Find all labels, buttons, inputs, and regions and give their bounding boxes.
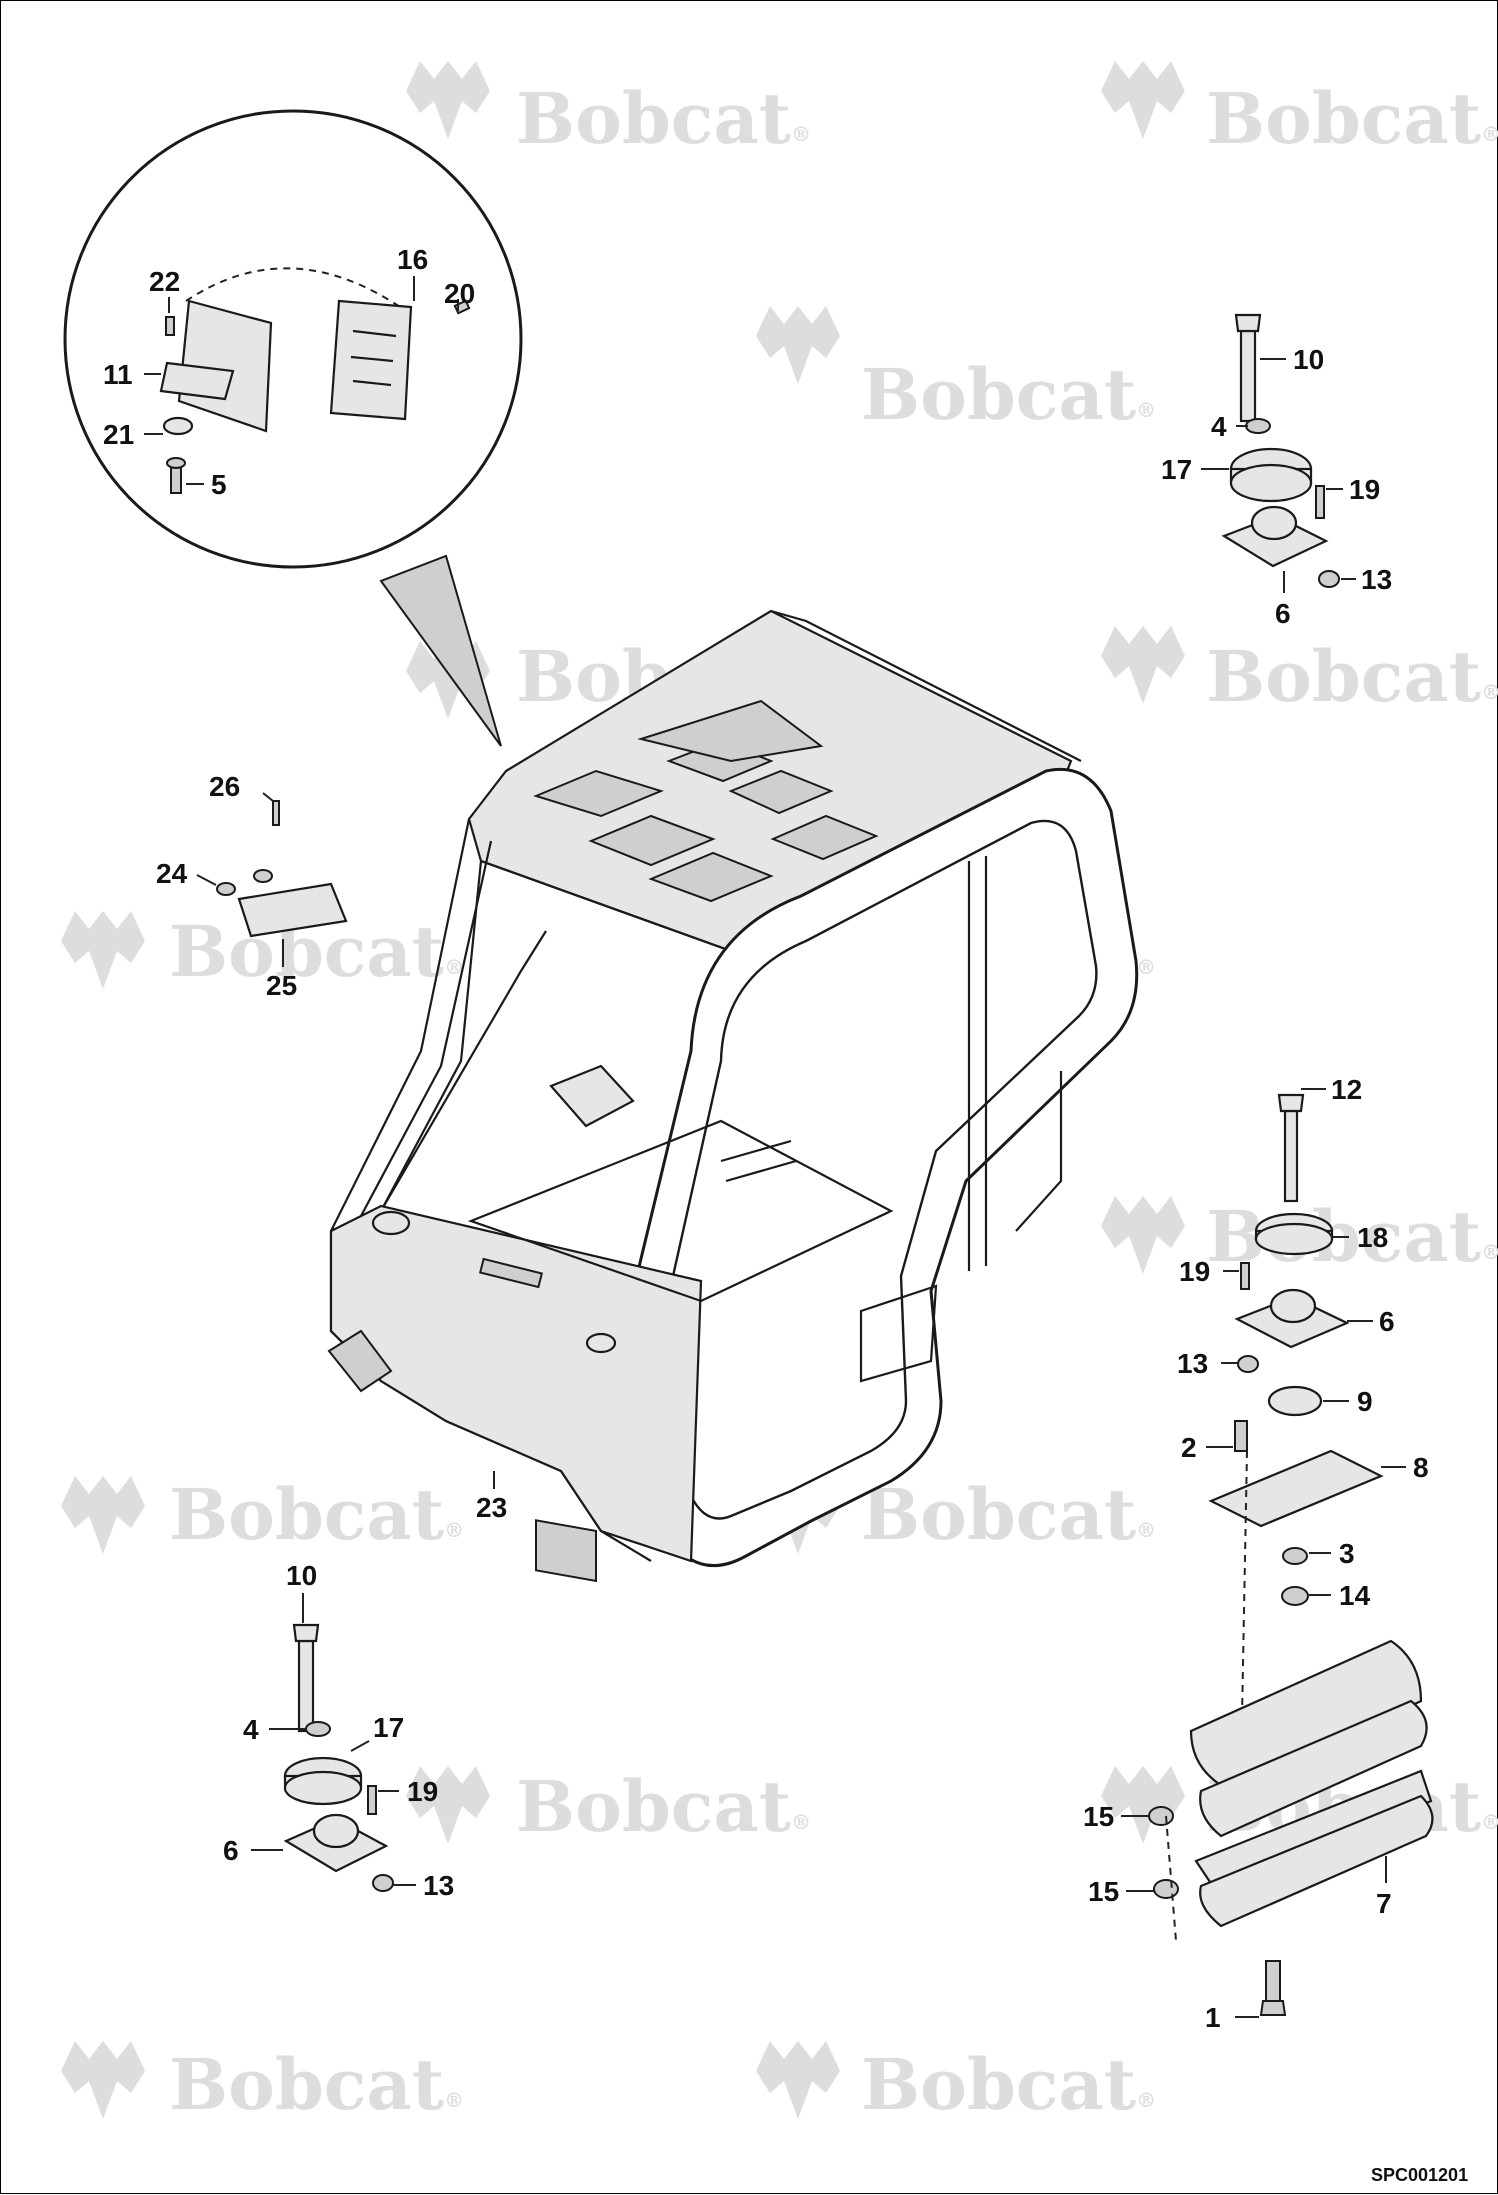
callout-18: 18 (1357, 1222, 1388, 1253)
detail-parts (159, 267, 471, 494)
callout-21: 21 (103, 419, 134, 450)
diagram-code: SPC001201 (1371, 2165, 1468, 2185)
callout-13: 13 (423, 1870, 454, 1901)
roof-vents (533, 699, 879, 903)
watermark-13: Bobcat® (61, 2041, 464, 2126)
mount-assembly-upper-right (1221, 313, 1340, 588)
watermark-text: Bobcat® (1206, 1195, 1498, 1278)
mount-assembly-lower-left (283, 1623, 394, 1892)
callout-24: 24 (156, 858, 188, 889)
callout-2: 2 (1181, 1432, 1197, 1463)
callout-4: 4 (243, 1714, 259, 1745)
leader-lines (144, 276, 1406, 2018)
watermark-11: Bobcat® (406, 1765, 811, 1848)
callout-17: 17 (373, 1712, 404, 1743)
detail-magnifier-circle-icon (63, 109, 523, 747)
callout-20: 20 (444, 278, 475, 309)
callout-5: 5 (211, 469, 227, 500)
callout-19: 19 (1349, 474, 1380, 505)
watermark-text: Bobcat® (1206, 77, 1498, 160)
callout-10: 10 (286, 1560, 317, 1591)
watermark-text: Bobcat® (516, 77, 811, 160)
callout-1: 1 (1205, 2002, 1221, 2033)
watermark-text: Bobcat® (1206, 635, 1498, 718)
cab-frame-23 (327, 609, 1139, 1583)
watermark-3: Bobcat® (756, 306, 1156, 436)
callout-23: 23 (476, 1492, 507, 1523)
watermark-text: Bobcat® (861, 1473, 1156, 1556)
watermark-9: Bobcat® (61, 1473, 464, 1556)
callout-15: 15 (1088, 1876, 1119, 1907)
callout-6: 6 (223, 1835, 239, 1866)
callout-13: 13 (1361, 564, 1392, 595)
watermark-text: Bobcat® (861, 353, 1156, 436)
bracket-assembly-bottom-right (1148, 1639, 1434, 2016)
watermark-text: Bobcat® (516, 1765, 811, 1848)
watermark-8: Bobcat® (1101, 1195, 1498, 1278)
watermark-1: Bobcat® (406, 61, 811, 160)
callout-17: 17 (1161, 454, 1192, 485)
callout-8: 8 (1413, 1452, 1429, 1483)
callout-9: 9 (1357, 1386, 1373, 1417)
callout-12: 12 (1331, 1074, 1362, 1105)
watermark-5: Bobcat® (1101, 626, 1498, 718)
callout-15: 15 (1083, 1801, 1114, 1832)
decal-kit (216, 800, 348, 938)
callout-7: 7 (1376, 1888, 1392, 1919)
callout-3: 3 (1339, 1538, 1355, 1569)
callout-22: 22 (149, 266, 180, 297)
watermark-14: Bobcat® (756, 2041, 1156, 2126)
watermark-2: Bobcat® (1101, 61, 1498, 160)
watermark-text: Bobcat® (861, 2043, 1156, 2126)
callout-4: 4 (1211, 411, 1227, 442)
watermark-text: Bobcat® (169, 1473, 464, 1556)
callout-6: 6 (1275, 598, 1291, 629)
callout-11: 11 (103, 359, 133, 390)
callout-14: 14 (1339, 1580, 1371, 1611)
callout-19: 19 (407, 1776, 438, 1807)
callout-6: 6 (1379, 1306, 1395, 1337)
callout-19: 19 (1179, 1256, 1210, 1287)
callout-labels: 22 16 20 11 21 5 10 4 17 19 13 6 26 24 2… (103, 244, 1429, 2033)
callout-26: 26 (209, 771, 240, 802)
callout-16: 16 (397, 244, 428, 275)
watermark-text: Bobcat® (169, 2043, 464, 2126)
callout-10: 10 (1293, 344, 1324, 375)
watermark-10: Bobcat® (756, 1473, 1156, 1556)
callout-25: 25 (266, 970, 297, 1001)
callout-13: 13 (1177, 1348, 1208, 1379)
